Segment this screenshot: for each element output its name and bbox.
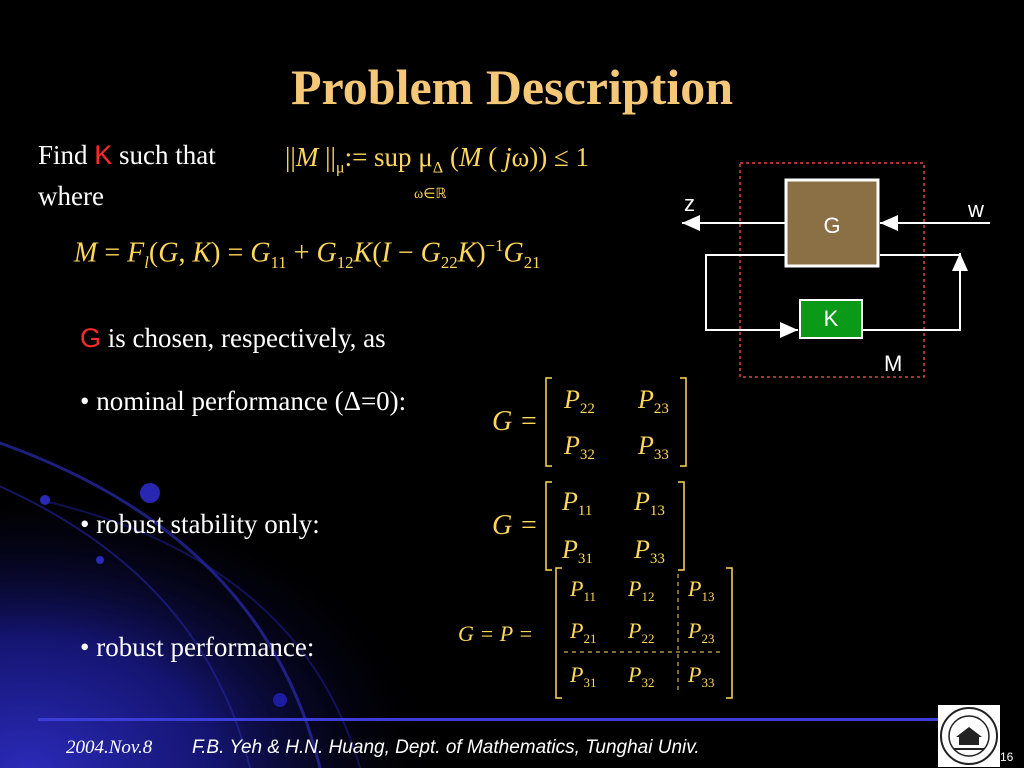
w-label: w [967,197,984,222]
page-number: 16 [1000,750,1014,764]
robust-stability-cell-p33: P33 [633,535,665,567]
lft-formula: M = Fl(G, K) = G11 + G12K(I − G22K)−1G21 [74,236,541,272]
nominal-cell-p23: P23 [637,385,669,417]
nominal-cell-p22: P22 [563,385,595,417]
robust-performance-lhs: G = P = [458,621,533,646]
university-seal-logo-icon [938,705,1000,767]
bullet-robust-performance: • robust performance: [80,632,315,662]
where-label: where [38,181,104,211]
footer-authors: F.B. Yeh & H.N. Huang, Dept. of Mathemat… [192,737,700,758]
rp-cell-p32: P32 [627,662,654,690]
rp-cell-p13: P13 [687,576,714,604]
rp-cell-p23: P23 [687,618,714,646]
bullet-robust-stability: • robust stability only: [80,509,320,539]
find-statement: Find K such that [38,140,216,171]
g-chosen-text: is chosen, respectively, as [101,323,386,353]
footer-date: 2004.Nov.8 [66,737,153,758]
m-frame [739,162,925,378]
robust-stability-cell-p31: P31 [561,535,593,567]
nominal-cell-p33: P33 [637,431,669,463]
robust-stability-matrix: G = P11 P13 P31 P33 [490,478,700,579]
robust-stability-cell-p13: P13 [633,487,665,519]
block-diagram: G K z w M [682,162,990,378]
g-block-label: G [823,213,840,238]
nominal-matrix: G = P22 P23 P32 P33 [490,372,700,477]
find-variable-k: K [94,140,113,170]
g-chosen-statement: G is chosen, respectively, as [80,323,386,354]
rp-cell-p33: P33 [687,662,714,690]
footer-divider [38,718,938,721]
m-label: M [884,351,902,376]
find-suffix: such that [112,140,216,170]
find-prefix: Find [38,140,95,170]
slide-title: Problem Description [290,59,734,115]
rp-cell-p21: P21 [569,618,596,646]
norm-subscript: ω∈ℝ [414,187,447,202]
robust-stability-cell-p11: P11 [561,487,592,519]
rp-cell-p11: P11 [569,576,596,604]
rp-cell-p12: P12 [627,576,654,604]
rp-cell-p31: P31 [569,662,596,690]
bullet-nominal-performance: • nominal performance (Δ=0): [80,386,407,416]
k-block-label: K [824,306,839,331]
norm-condition-formula: ||M ||μ:= sup μΔ (M ( jω)) ≤ 1 [285,142,590,177]
k-block [799,299,863,339]
g-variable: G [80,323,102,353]
nominal-lhs: G = [492,406,538,437]
robust-performance-matrix: G = P = P11 P12 P13 P21 P22 P23 P31 P32 … [456,566,746,707]
rp-cell-p22: P22 [627,618,654,646]
nominal-cell-p32: P32 [563,431,595,463]
z-label: z [684,191,695,216]
robust-stability-lhs: G = [492,510,538,541]
